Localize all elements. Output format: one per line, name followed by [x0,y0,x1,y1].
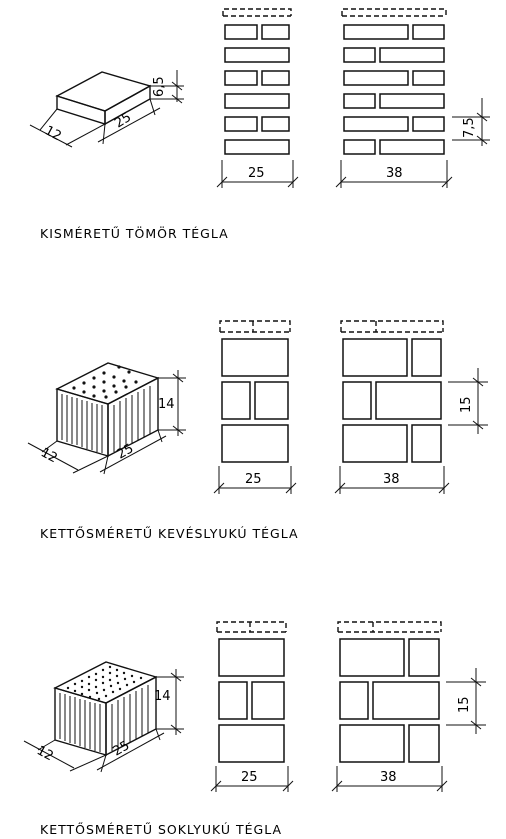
wall-width-label: 38 [380,770,397,785]
course-height-label: 15 [457,696,472,713]
brick-length-label: 25 [112,110,134,131]
brick-height-label: 14 [154,689,171,704]
section-caption: KISMÉRETŰ TÖMÖR TÉGLA [40,225,229,241]
section-few-hole-brick: 14 12 25 25 [27,320,488,541]
wall-38-elevation: 38 7,5 [335,8,490,188]
wall-width-label: 38 [386,166,403,181]
brick-isometric-many-holes: 14 12 25 [23,661,184,773]
wall-width-label: 38 [383,472,400,487]
brick-width-label: 12 [42,123,64,144]
brick-texture [61,386,151,453]
wall-38-elevation: 38 15 [331,621,486,792]
brick-isometric-few-holes: 14 12 25 [27,362,186,475]
brick-width-label: 12 [38,445,60,466]
wall-width-label: 25 [245,472,262,487]
brick-isometric-solid: 6,5 12 25 [29,70,184,148]
wall-25-elevation: 25 [210,621,294,792]
wall-width-label: 25 [241,770,258,785]
brick-length-label: 25 [115,441,137,462]
brick-width-label: 12 [34,743,56,764]
section-many-hole-brick: 14 12 25 25 [23,621,486,837]
brick-height-label: 14 [158,397,175,412]
wall-width-label: 25 [248,166,265,181]
brick-texture [59,685,149,752]
course-height-label: 15 [459,396,474,413]
section-caption: KETTŐSMÉRETŰ KEVÉSLYUKÚ TÉGLA [40,526,299,541]
brick-holes [66,665,143,701]
course-height-label: 7,5 [462,117,477,138]
brick-length-label: 25 [111,738,133,759]
section-small-solid-brick: 6,5 12 25 [29,8,490,241]
brick-holes [72,365,138,399]
wall-25-elevation: 25 [213,320,297,494]
wall-38-elevation: 38 15 [334,320,488,494]
wall-25-elevation: 25 [216,8,299,188]
brick-height-label: 6,5 [152,76,167,97]
section-caption: KETTŐSMÉRETŰ SOKLYUKÚ TÉGLA [40,822,282,837]
